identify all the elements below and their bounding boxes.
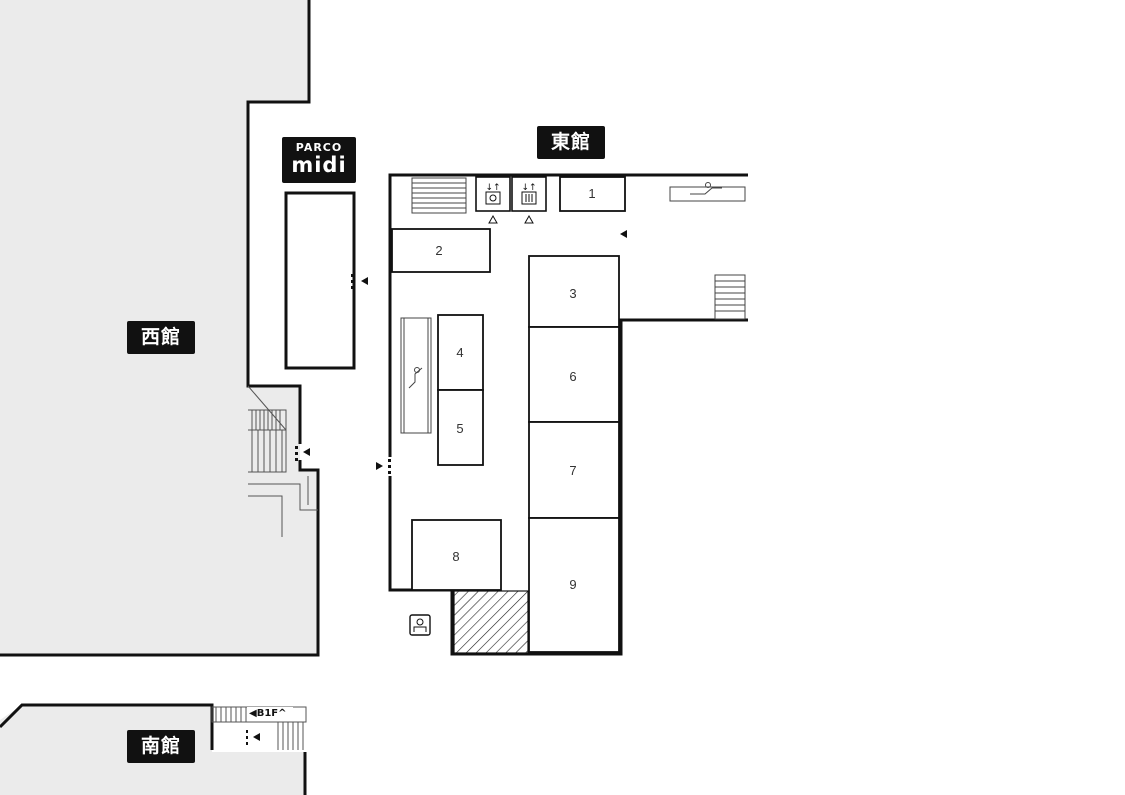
svg-text:↓↑: ↓↑ (485, 183, 500, 193)
stairs-icon (411, 177, 467, 214)
south-building-wall (0, 703, 307, 795)
svg-text:↓↑: ↓↑ (521, 183, 536, 193)
escalator-icon (400, 317, 432, 434)
shop-9[interactable] (528, 517, 620, 653)
entrance-arrow-icon (253, 733, 260, 741)
stairs-icon (714, 274, 746, 320)
parco-midi-logo: PARCO midi (282, 137, 356, 183)
east-entrance-dots (388, 459, 391, 474)
west-building-wall (0, 0, 320, 657)
east-building-wall (388, 173, 748, 656)
shop-4-label: 4 (456, 345, 464, 360)
shop-1[interactable] (559, 176, 626, 212)
parco-logo-line1: PARCO (295, 141, 343, 154)
shop-7-label: 7 (569, 463, 577, 478)
restroom-icon (409, 614, 431, 636)
parco-logo-line2: midi (291, 153, 347, 177)
floor-sign: ◀B1F^ (249, 708, 287, 719)
shop-5-label: 5 (456, 421, 464, 436)
parco-midi-area (284, 191, 356, 370)
elevator-accessible-icon: ↓↑ (475, 176, 511, 212)
elevator-door-marker (524, 214, 534, 224)
entrance-arrow-icon (620, 230, 627, 238)
shop-8-label: 8 (452, 549, 460, 564)
floor-sign-arrow-icon: ◀ (249, 708, 257, 719)
shop-2[interactable] (391, 228, 491, 273)
shop-4[interactable] (437, 314, 484, 391)
parco-entrance-dots (351, 274, 354, 289)
floor-sign-box (247, 707, 293, 721)
entrance-arrow-icon (376, 462, 383, 470)
south-entrance-dots (246, 730, 248, 745)
west-building-label: 西館 (127, 321, 195, 354)
shop-2-label: 2 (435, 243, 443, 258)
shop-6[interactable] (528, 326, 620, 423)
entrance-arrow-icon (361, 277, 368, 285)
west-entrance-dots (295, 446, 298, 461)
west-stairs-icon (247, 385, 318, 537)
shop-6-label: 6 (569, 369, 577, 384)
escalator-icon (669, 182, 746, 202)
floor-sign-up-icon: ^ (278, 708, 287, 719)
shop-3[interactable] (528, 255, 620, 328)
shop-7[interactable] (528, 421, 620, 519)
east-building-label: 東館 (537, 126, 605, 159)
elevator-door-marker (488, 214, 498, 224)
elevator-icon: ↓↑ (511, 176, 547, 212)
shop-5[interactable] (437, 389, 484, 466)
shop-1-label: 1 (588, 186, 596, 201)
restricted-area (453, 590, 529, 654)
south-building-label: 南館 (127, 730, 195, 763)
floor-sign-label: B1F (256, 708, 279, 719)
shop-9-label: 9 (569, 577, 577, 592)
entrance-arrow-icon (303, 448, 310, 456)
shop-3-label: 3 (569, 286, 577, 301)
shop-8[interactable] (411, 519, 502, 591)
